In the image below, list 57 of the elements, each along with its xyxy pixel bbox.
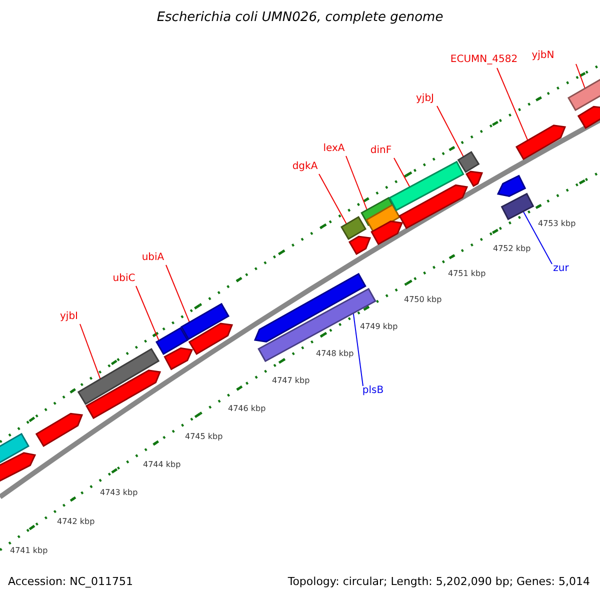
gene-bar xyxy=(164,347,194,370)
leader-line xyxy=(394,158,410,188)
gene-bar xyxy=(85,370,162,420)
gene-bar xyxy=(188,322,234,356)
gene-label: ubiA xyxy=(142,253,164,263)
scale-label: 4745 kbp xyxy=(185,432,223,441)
gene-bar xyxy=(340,216,367,240)
scale-label: 4747 kbp xyxy=(272,376,310,385)
gene-bar xyxy=(370,220,404,246)
scale-label: 4748 kbp xyxy=(316,350,354,358)
gene-label: lexA xyxy=(323,144,345,154)
leader-line xyxy=(522,210,552,264)
gene-label: yjbN xyxy=(532,51,554,61)
gene-label: dinF xyxy=(370,146,392,156)
gene-bar xyxy=(500,192,534,220)
leader-line xyxy=(352,312,364,386)
gene-label: yjbI xyxy=(60,312,78,322)
scale-label: 4753 kbp xyxy=(538,220,576,228)
map-title: Escherichia coli UMN026, complete genome xyxy=(156,10,444,24)
gene-bar xyxy=(457,150,480,174)
gene-bar xyxy=(465,170,484,188)
gene-bar xyxy=(77,348,160,406)
gene-bar xyxy=(180,302,230,340)
gene-bar xyxy=(515,124,566,160)
scale-label: 4743 kbp xyxy=(100,488,138,497)
leader-line xyxy=(80,324,101,380)
gene-label: ECUMN_4582 xyxy=(450,55,518,65)
genome-info-text: Topology: circular; Length: 5,202,090 bp; Genes: 5,014 xyxy=(288,576,590,587)
leader-line xyxy=(436,106,464,158)
gene-bar xyxy=(388,160,464,212)
scale-label: 4752 kbp xyxy=(493,244,531,253)
gene-bar xyxy=(567,78,600,112)
gene-bar xyxy=(398,184,468,230)
gene-bar xyxy=(348,236,372,256)
leader-line xyxy=(166,264,190,323)
leader-line xyxy=(346,156,368,210)
gene-bar xyxy=(577,106,600,130)
scale-label: 4751 kbp xyxy=(448,270,486,278)
scale-label: 4744 kbp xyxy=(143,460,181,469)
scale-label: 4749 kbp xyxy=(360,322,398,331)
gene-label: ubiC xyxy=(112,274,136,284)
gene-bar xyxy=(155,326,189,356)
leader-line xyxy=(318,174,348,224)
scale-label: 4741 kbp xyxy=(10,546,48,555)
gene-bar xyxy=(496,174,526,197)
scale-label: 4746 kbp xyxy=(228,404,266,413)
gene-label: zur xyxy=(553,264,569,274)
leader-line xyxy=(136,286,160,342)
gene-label: dgkA xyxy=(292,162,318,172)
scale-label: 4742 kbp xyxy=(57,518,95,526)
gene-label: plsB xyxy=(362,386,384,396)
leader-line xyxy=(576,64,586,89)
scale-label: 4750 kbp xyxy=(404,296,442,304)
accession-text: Accession: NC_011751 xyxy=(8,576,134,587)
gene-label: yjbJ xyxy=(416,94,434,104)
leader-line xyxy=(496,68,528,141)
gene-bar xyxy=(35,412,84,448)
